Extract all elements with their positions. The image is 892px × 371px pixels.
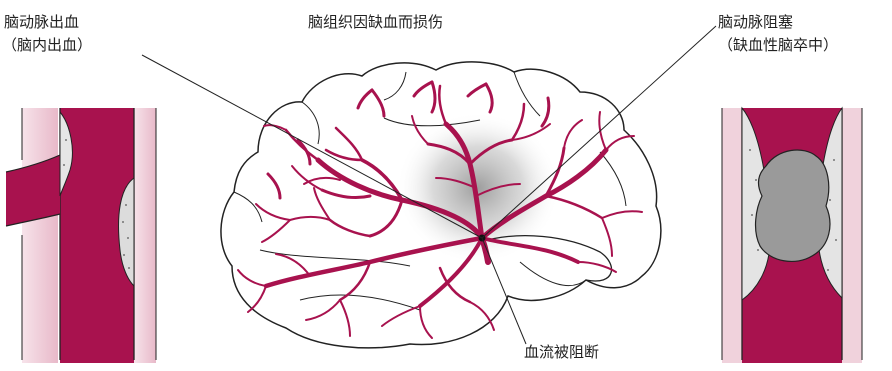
brain	[221, 62, 661, 348]
ischemic-subtitle: （缺血性脑卒中）	[718, 34, 838, 56]
blood-clot	[756, 150, 830, 261]
hemorrhage-subtitle: （脑内出血）	[2, 34, 92, 56]
ischemic-damage-caption: 脑组织因缺血而损伤	[308, 11, 443, 33]
ischemic-title: 脑动脉阻塞	[718, 11, 793, 33]
left-vessel	[6, 108, 156, 363]
hemorrhage-title: 脑动脉出血	[4, 11, 79, 33]
vessel-wall-outer-right	[134, 108, 156, 363]
right-vessel	[722, 108, 862, 363]
blocked-flow-label: 血流被阻断	[524, 341, 599, 363]
vessel-wall-outer-left	[22, 108, 58, 363]
